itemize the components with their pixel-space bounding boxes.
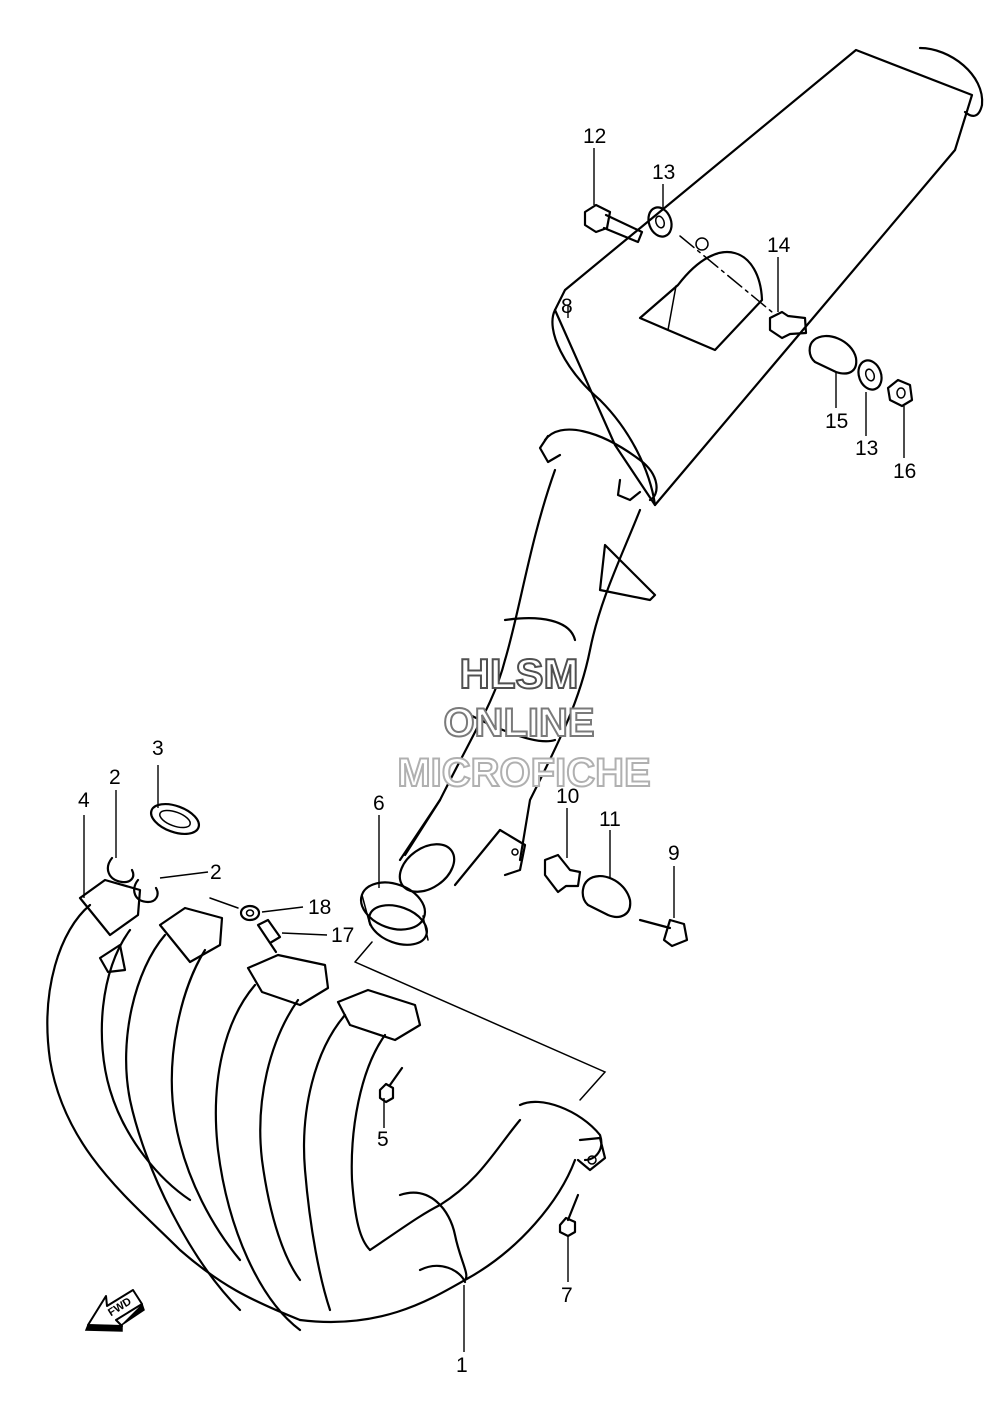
bolt-9 [638,918,689,948]
grommet-15 [808,334,858,375]
collar-10 [543,853,582,894]
watermark-line-2: ONLINE [443,701,594,745]
washer-18 [239,904,261,922]
gasket-6 [359,881,429,946]
stud-17 [256,918,282,954]
callout-6: 6 [373,792,385,815]
nut-16-hole [896,387,906,399]
callout-1: 1 [456,1354,468,1377]
muffler [538,46,984,507]
callout-16: 16 [893,460,916,483]
watermark: HLSM ONLINE MICROFICHE [396,649,651,796]
clip-2-upper [106,856,135,884]
mount-axis-line [679,235,773,313]
callout-2-lower: 2 [210,861,222,884]
washer-13-upper [647,206,673,238]
callout-7: 7 [561,1284,573,1307]
flange-leader-line [209,897,239,909]
callout-10: 10 [556,785,579,808]
callout-12: 12 [583,125,606,148]
exhaust-headers [46,878,607,1332]
callout-8: 8 [561,295,573,318]
callout-2-upper: 2 [109,766,121,789]
callout-14: 14 [767,234,791,257]
callout-9: 9 [668,842,680,865]
callout-4: 4 [78,789,90,812]
callout-15: 15 [825,410,848,433]
fwd-arrow-icon: FWD [84,1289,145,1332]
callout-3: 3 [152,737,164,760]
grommet-11 [581,874,632,918]
washer-13-lower [857,359,883,391]
callout-13-lower: 13 [855,437,878,460]
clip-2-lower [133,878,159,904]
bolt-5 [378,1066,404,1104]
bolt-7 [558,1193,580,1238]
gasket-3 [149,802,201,836]
watermark-line-1: HLSM [460,650,579,697]
nut-16 [886,378,914,408]
collar-14 [768,310,808,340]
leader-lines [83,148,905,1352]
callout-11: 11 [599,808,621,831]
callout-17: 17 [331,924,354,947]
callout-5: 5 [377,1128,389,1151]
callout-18: 18 [308,896,331,919]
watermark-line-3: MICROFICHE [397,751,650,795]
bolt-12 [583,203,644,244]
group-bracket-line [354,941,607,1101]
callout-13-upper: 13 [652,161,675,184]
